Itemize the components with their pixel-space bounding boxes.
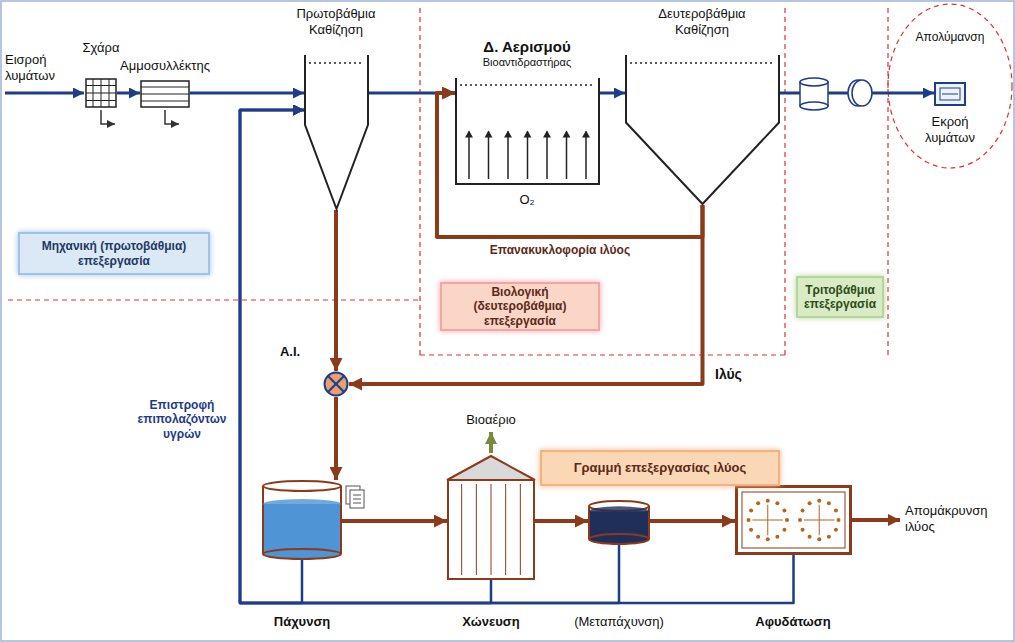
biogas-label: Βιοαέριο [451, 412, 531, 428]
unit-name: Πάχυνση [252, 614, 352, 630]
filter-cylinder [800, 78, 828, 110]
caption: Σχάρα [73, 40, 129, 56]
primary-clarifier: Πρωτοβάθμια Καθίζηση [304, 55, 369, 210]
unit-name: Δ. Αερισμού [439, 38, 615, 56]
unit-name: Πρωτοβάθμια Καθίζηση [280, 6, 392, 37]
caption: Αμμοσυλλέκτης [107, 58, 223, 74]
post-thickener-outline [588, 500, 650, 545]
sludge-line [334, 210, 338, 371]
caption: Πάχυνση [252, 614, 352, 630]
grit-chamber-outline [140, 80, 190, 108]
sludge-removal-arrow [852, 518, 900, 522]
thickener-tank-outline [262, 480, 342, 560]
inflow-arrow [5, 92, 84, 95]
grit-arrow [165, 110, 179, 124]
stage-label: Τριτοβάθμια επεξεργασία [804, 283, 876, 312]
disinfection-unit: Απολύμανση [934, 82, 966, 106]
caption: Α.Ι. [265, 344, 315, 360]
outflow-label: Εκροή λυμάτων [905, 114, 995, 145]
stage-borders [8, 4, 1012, 355]
unit-name: Χώνευση [441, 614, 541, 630]
dewatering-press-outline [735, 485, 852, 555]
unit-name: Αφυδάτωση [738, 614, 848, 630]
caption: (Μεταπάχυνση) [559, 614, 679, 630]
disinfection-unit-outline [934, 82, 966, 106]
stage-box: Γραμμή επεξεργασίας ιλύος [540, 450, 780, 486]
edge-label: Ιλύς [712, 366, 745, 383]
inflow-label: Εισροή λυμάτων [5, 52, 79, 83]
mixing-valve-outline [323, 371, 349, 397]
stage-box: Μηχανική (πρωτοβάθμια) επεξεργασία [18, 232, 210, 275]
unit-name: Απολύμανση [908, 30, 992, 44]
sludge-line [342, 519, 447, 523]
stage-box: Τριτοβάθμια επεξεργασία [796, 276, 884, 318]
dewatering-press: Αφυδάτωση [735, 485, 852, 555]
return-liquids-label: Επιστροφή επιπολαζόντων υγρών [132, 398, 232, 441]
oxygen-label: O₂ [515, 192, 539, 208]
edge-label: Επανακυκλοφορία ιλύος [487, 243, 633, 257]
unit-name: (Μεταπάχυνση) [559, 614, 679, 630]
unit-name: Σχάρα [73, 40, 129, 56]
flow-line [600, 92, 625, 95]
unit-name: Δευτεροβάθμια Καθίζηση [640, 6, 764, 37]
stage-box: Βιολογική (δευτεροβάθμια) επεξεργασία [440, 282, 600, 331]
membrane-disc [848, 80, 872, 106]
paper-icon [346, 486, 364, 508]
unit-name: Αμμοσυλλέκτης [107, 58, 223, 74]
caption: Απολύμανση [908, 30, 992, 44]
caption: Πρωτοβάθμια Καθίζηση [280, 6, 392, 37]
sludge-line [535, 519, 588, 523]
unit-name: Α.Ι. [265, 344, 315, 360]
unit-name: Βιοαντιδραστήρας [439, 56, 615, 69]
stage-label: Γραμμή επεξεργασίας ιλύος [574, 460, 747, 476]
thickener-tank: Πάχυνση [262, 480, 342, 560]
stage-label: Βιολογική (δευτεροβάθμια) επεξεργασία [450, 285, 590, 328]
aeration-tank-outline [455, 78, 600, 185]
digester-tank: Χώνευση [447, 455, 535, 580]
digester-tank-outline [447, 455, 535, 580]
grit-chamber: Αμμοσυλλέκτης [140, 80, 190, 108]
flow-line [190, 92, 304, 95]
biogas-arrow [489, 432, 493, 453]
stage-label: Μηχανική (πρωτοβάθμια) επεξεργασία [28, 239, 200, 268]
sludge-line [349, 205, 703, 384]
aeration-tank: Δ. ΑερισμούΒιοαντιδραστήρας [455, 78, 600, 185]
caption: Δ. ΑερισμούΒιοαντιδραστήρας [439, 38, 615, 69]
caption: Χώνευση [441, 614, 541, 630]
screenings-arrow [101, 110, 115, 124]
secondary-clarifier: Δευτεροβάθμια Καθίζηση [625, 55, 780, 205]
caption: Δευτεροβάθμια Καθίζηση [640, 6, 764, 37]
screen-grid-outline [85, 78, 117, 108]
sludge-line [334, 397, 338, 480]
flow-line [117, 92, 140, 95]
post-thickener: (Μεταπάχυνση) [588, 500, 650, 545]
secondary-clarifier-outline [625, 55, 780, 205]
sludge-removal-label: Απομάκρυνση ιλύος [905, 503, 1009, 534]
mixing-valve: Α.Ι. [323, 371, 349, 397]
caption: Αφυδάτωση [738, 614, 848, 630]
primary-clarifier-outline [304, 55, 369, 210]
sludge-line [650, 519, 735, 523]
screen-grid: Σχάρα [85, 78, 117, 108]
